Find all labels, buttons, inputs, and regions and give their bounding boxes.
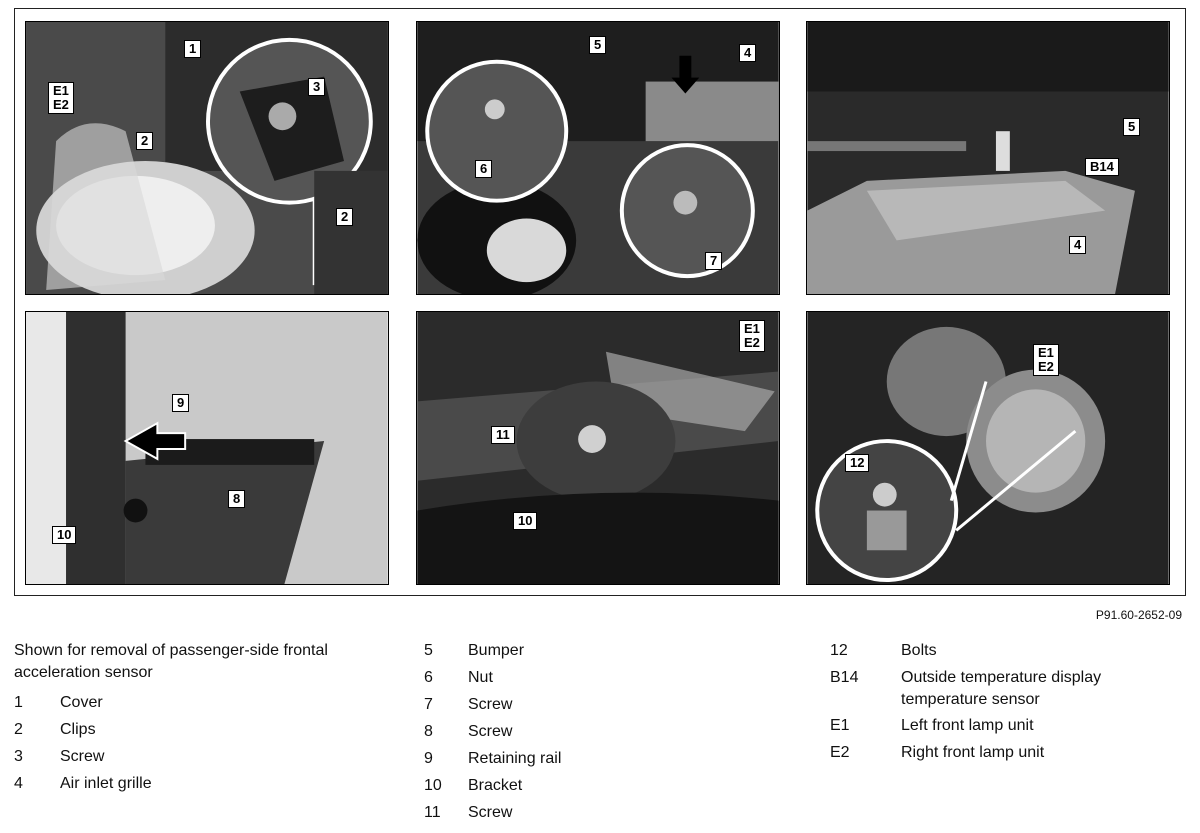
bracket-photo-illustration [26, 312, 388, 584]
legend-number: 7 [424, 696, 433, 713]
panel5-callout-10: 10 [513, 512, 538, 530]
legend-item: 2 Clips [14, 719, 394, 746]
legend-text: Screw [468, 804, 513, 821]
legend-number: 1 [14, 694, 23, 711]
legend-item: 8 Screw [424, 721, 784, 748]
legend-text: Left front lamp unit [901, 717, 1034, 734]
panel1-callout-1: 1 [184, 40, 202, 58]
legend-text: Bumper [468, 642, 525, 659]
legend-text: Air inlet grille [60, 775, 152, 792]
legend-text: Screw [60, 748, 105, 765]
legend-number: 3 [14, 748, 23, 765]
legend-text: Screw [468, 696, 513, 713]
legend-number: 11 [424, 804, 441, 821]
legend-column-1: Shown for removal of passenger-side fron… [14, 640, 394, 800]
legend-item: 12 Bolts [830, 640, 1190, 667]
photo-panel-4: 9 10 8 [25, 311, 389, 585]
legend-text: Right front lamp unit [901, 744, 1045, 761]
legend-item: B14 Outside temperature display temperatu… [830, 667, 1190, 715]
panel2-callout-5: 5 [589, 36, 607, 54]
panel4-callout-9: 9 [172, 394, 190, 412]
legend-number: B14 [830, 669, 859, 686]
legend-text: Bolts [901, 642, 937, 659]
legend-item: 4 Air inlet grille [14, 773, 394, 800]
legend-item: 7 Screw [424, 694, 784, 721]
legend-item: E2 Right front lamp unit [830, 742, 1190, 769]
legend-number: 8 [424, 723, 433, 740]
legend-item: 9 Retaining rail [424, 748, 784, 775]
legend-number: E2 [830, 744, 850, 761]
legend-text: Outside temperature display temperature … [901, 669, 1102, 708]
lamp-bolts-photo-illustration [807, 312, 1169, 584]
legend-item: 3 Screw [14, 746, 394, 773]
photo-panel-2: 5 4 6 7 [416, 21, 780, 295]
legend-text: Retaining rail [468, 750, 562, 767]
photo-panel-6: E1 E2 12 [806, 311, 1170, 585]
legend-item: 6 Nut [424, 667, 784, 694]
panel3-callout-5: 5 [1123, 118, 1141, 136]
legend-column-3: 12 Bolts B14 Outside temperature display t… [830, 640, 1190, 769]
legend-number: 12 [830, 642, 848, 659]
legend-item: E1 Left front lamp unit [830, 715, 1190, 742]
figure-reference-code: P91.60-2652-09 [1095, 608, 1182, 622]
legend-number: 2 [14, 721, 23, 738]
panel1-callout-2b: 2 [336, 208, 354, 226]
panel2-callout-4: 4 [739, 44, 757, 62]
bumper-photo-illustration [417, 22, 779, 294]
legend-number: E1 [830, 717, 850, 734]
legend-item: 5 Bumper [424, 640, 784, 667]
figure-caption: Shown for removal of passenger-side fron… [14, 642, 328, 681]
legend-number: 6 [424, 669, 433, 686]
mount-photo-illustration [417, 312, 779, 584]
panel6-callout-e1e2: E1 E2 [1033, 344, 1059, 376]
panel1-callout-3: 3 [308, 78, 326, 96]
panel4-callout-10: 10 [52, 526, 77, 544]
photo-panel-5: E1 E2 11 10 [416, 311, 780, 585]
legend-number: 5 [424, 642, 433, 659]
legend-item: 10 Bracket [424, 775, 784, 802]
panel3-callout-b14: B14 [1085, 158, 1119, 176]
legend-item: 1 Cover [14, 692, 394, 719]
legend-text: Bracket [468, 777, 523, 794]
legend-number: 10 [424, 777, 442, 794]
legend-number: 9 [424, 750, 433, 767]
panel4-callout-8: 8 [228, 490, 246, 508]
photo-panel-1: 1 E1 E2 3 2 2 [25, 21, 389, 295]
panel2-callout-6: 6 [475, 160, 493, 178]
panel5-callout-11: 11 [491, 426, 515, 444]
panel1-callout-2a: 2 [136, 132, 154, 150]
panel1-callout-e1e2: E1 E2 [48, 82, 74, 114]
figure-frame: 1 E1 E2 3 2 2 5 4 6 7 [14, 8, 1186, 596]
legend-text: Screw [468, 723, 513, 740]
headlamp-photo-illustration [26, 22, 388, 294]
panel6-callout-12: 12 [845, 454, 870, 472]
photo-panel-3: 5 B14 4 [806, 21, 1170, 295]
panel5-callout-e1e2: E1 E2 [739, 320, 765, 352]
panel2-callout-7: 7 [705, 252, 723, 270]
legend-number: 4 [14, 775, 23, 792]
legend-text: Clips [60, 721, 96, 738]
legend-item: 11 Screw [424, 802, 784, 829]
panel3-callout-4: 4 [1069, 236, 1087, 254]
legend-text: Nut [468, 669, 493, 686]
legend-text: Cover [60, 694, 103, 711]
